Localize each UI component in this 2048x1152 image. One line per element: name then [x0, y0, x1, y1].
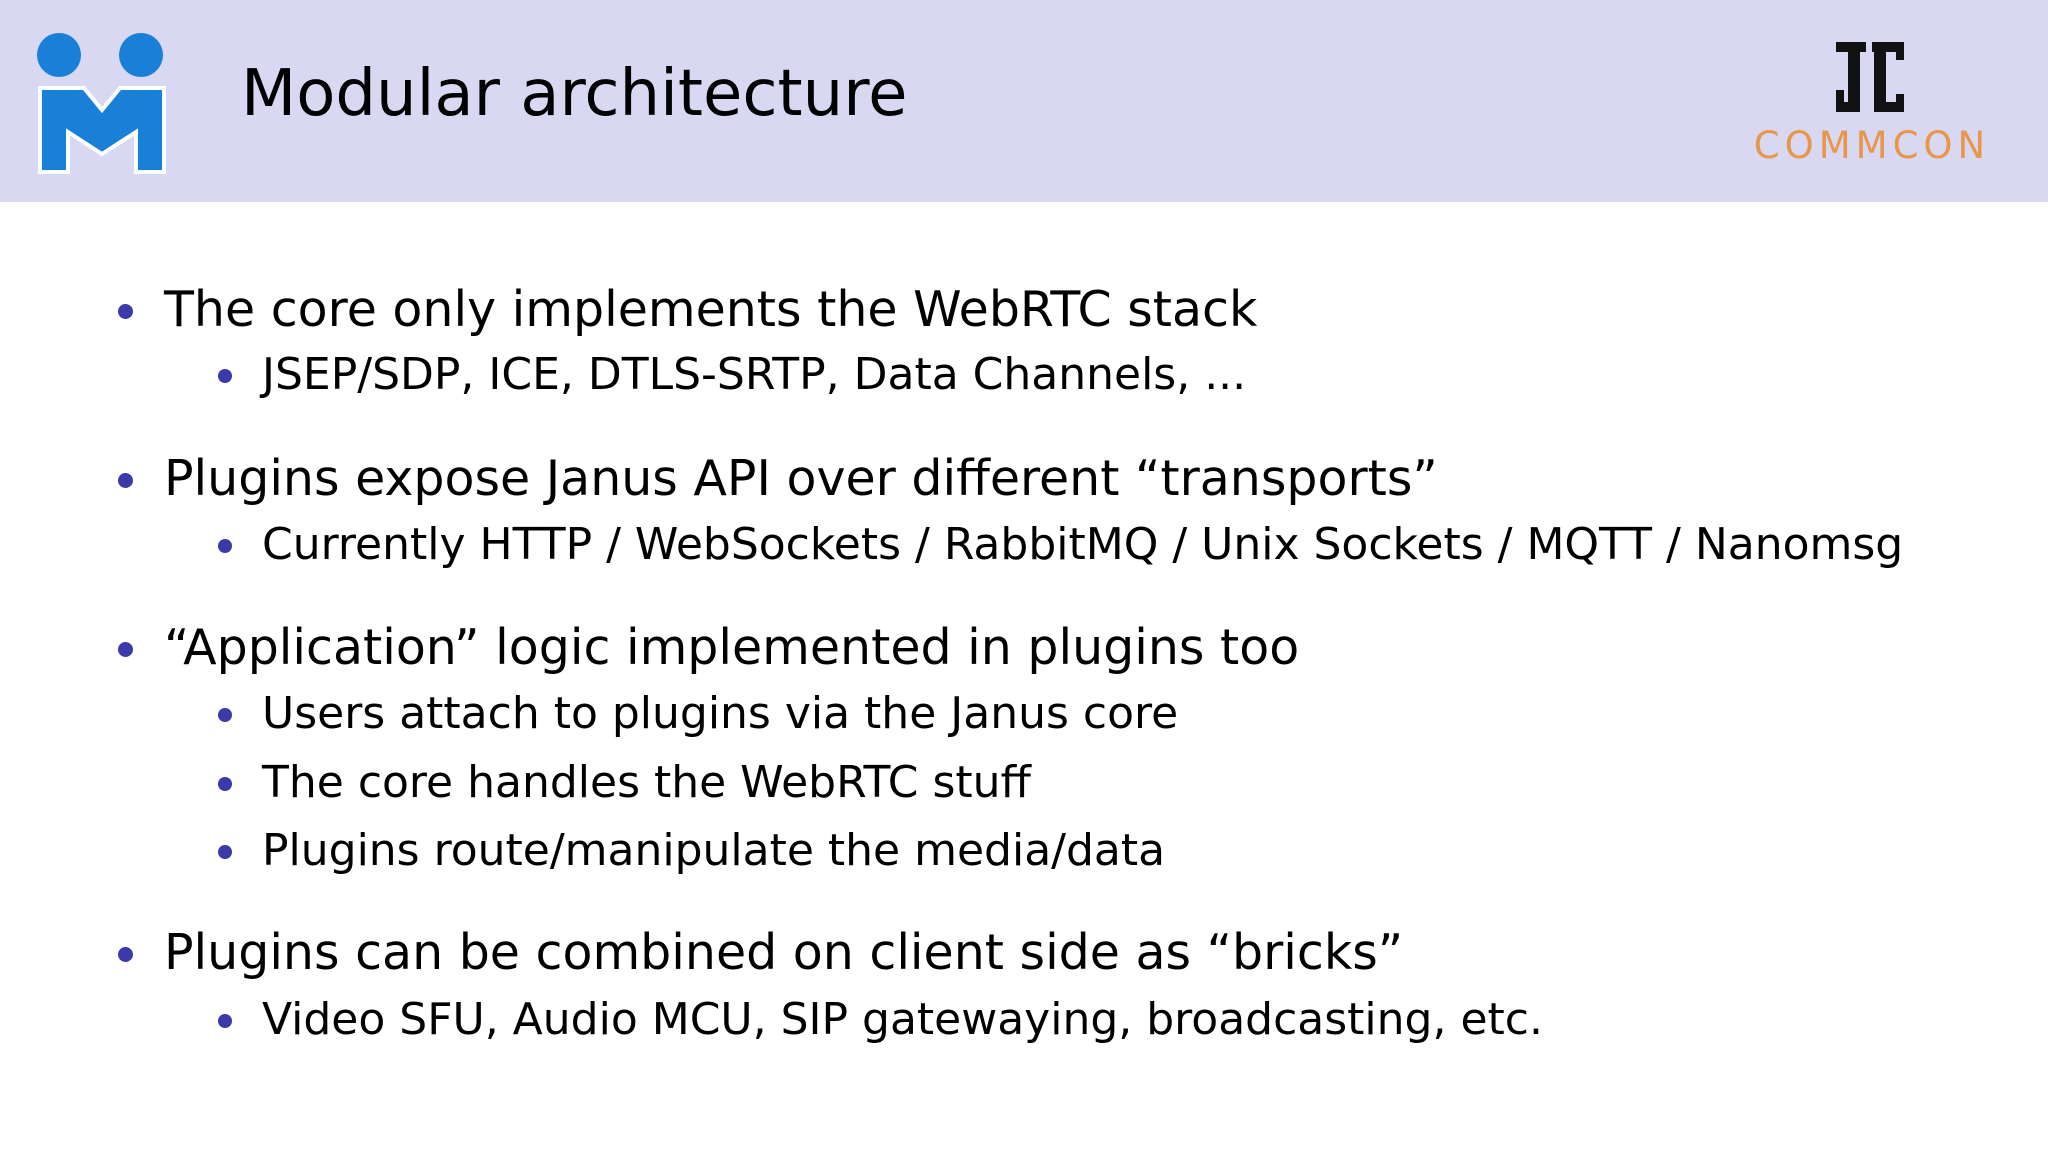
sub-bullet-dot-icon: [218, 369, 232, 383]
bullet-dot-icon: [118, 304, 133, 319]
commcon-wordmark: COMMCON: [1753, 124, 1991, 167]
sub-bullet-dot-icon: [218, 1014, 232, 1028]
slide-body: The core only implements the WebRTC stac…: [0, 202, 2048, 1152]
logo-head-left: [37, 33, 81, 77]
sub-bullet-dot-icon: [218, 845, 232, 859]
commcon-logo: COMMCON: [1752, 40, 1992, 170]
janus-meetecho-logo-icon: [37, 33, 166, 174]
sub-bullet-text: JSEP/SDP, ICE, DTLS-SRTP, Data Channels,…: [262, 349, 1247, 400]
bullet-text: “Application” logic implemented in plugi…: [164, 619, 1300, 676]
bullet-dot-icon: [118, 473, 133, 488]
bullet-dot-icon: [118, 642, 133, 657]
commcon-logo-icon: [1836, 42, 1904, 112]
logo-head-right: [119, 33, 163, 77]
sub-bullet-dot-icon: [218, 539, 232, 553]
slide-header: Modular architecture COMMCON: [0, 0, 2048, 202]
sub-bullet-dot-icon: [218, 777, 232, 791]
bullet-text: The core only implements the WebRTC stac…: [164, 281, 1258, 338]
sub-bullet-text: Video SFU, Audio MCU, SIP gatewaying, br…: [262, 994, 1543, 1045]
logo-m-shape: [38, 86, 166, 174]
sub-bullet-text: Currently HTTP / WebSockets / RabbitMQ /…: [262, 519, 1904, 570]
sub-bullet-text: Users attach to plugins via the Janus co…: [262, 688, 1179, 739]
slide-title: Modular architecture: [241, 57, 908, 131]
sub-bullet-text: The core handles the WebRTC stuff: [262, 757, 1031, 808]
bullet-text: Plugins can be combined on client side a…: [164, 924, 1404, 981]
sub-bullet-text: Plugins route/manipulate the media/data: [262, 825, 1166, 876]
sub-bullet-dot-icon: [218, 708, 232, 722]
bullet-text: Plugins expose Janus API over different …: [164, 450, 1438, 507]
bullet-dot-icon: [118, 947, 133, 962]
